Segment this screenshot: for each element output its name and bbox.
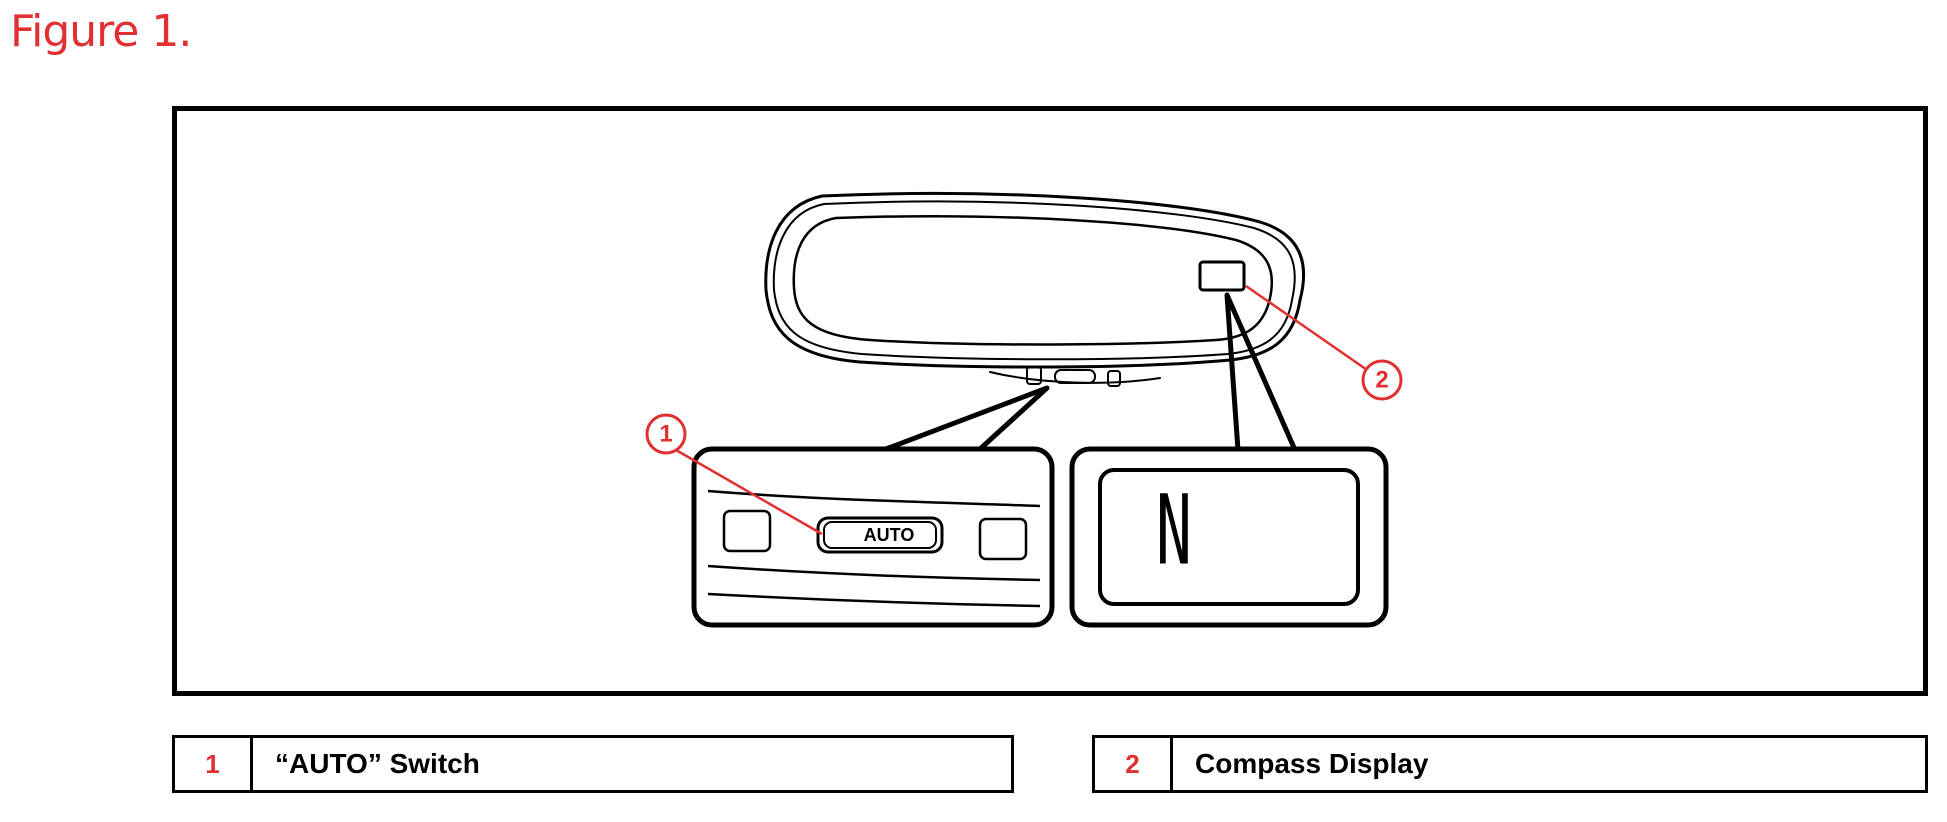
legend-item-2-label: Compass Display <box>1195 748 1429 779</box>
rearview-mirror <box>764 192 1306 387</box>
compass-letter: N <box>1156 474 1192 586</box>
legend-item-1-label: “AUTO” Switch <box>275 748 480 779</box>
auto-switch-zoom <box>691 385 1055 628</box>
legend-item-1-number: 1 <box>175 738 253 790</box>
figure-title: Figure 1. <box>10 6 192 57</box>
auto-switch-text: AUTO <box>864 525 915 545</box>
legend-item-2-number: 2 <box>1095 738 1173 790</box>
compass-display-zoom <box>1069 292 1389 628</box>
callout-1: 1 <box>645 413 823 536</box>
diagram-frame <box>172 106 1928 696</box>
callout-2: 2 <box>1245 284 1403 401</box>
callout-2-number: 2 <box>1375 366 1388 393</box>
callout-1-number: 1 <box>659 420 672 447</box>
legend-item-2: 2 Compass Display <box>1092 735 1928 793</box>
legend-item-1: 1 “AUTO” Switch <box>172 735 1014 793</box>
